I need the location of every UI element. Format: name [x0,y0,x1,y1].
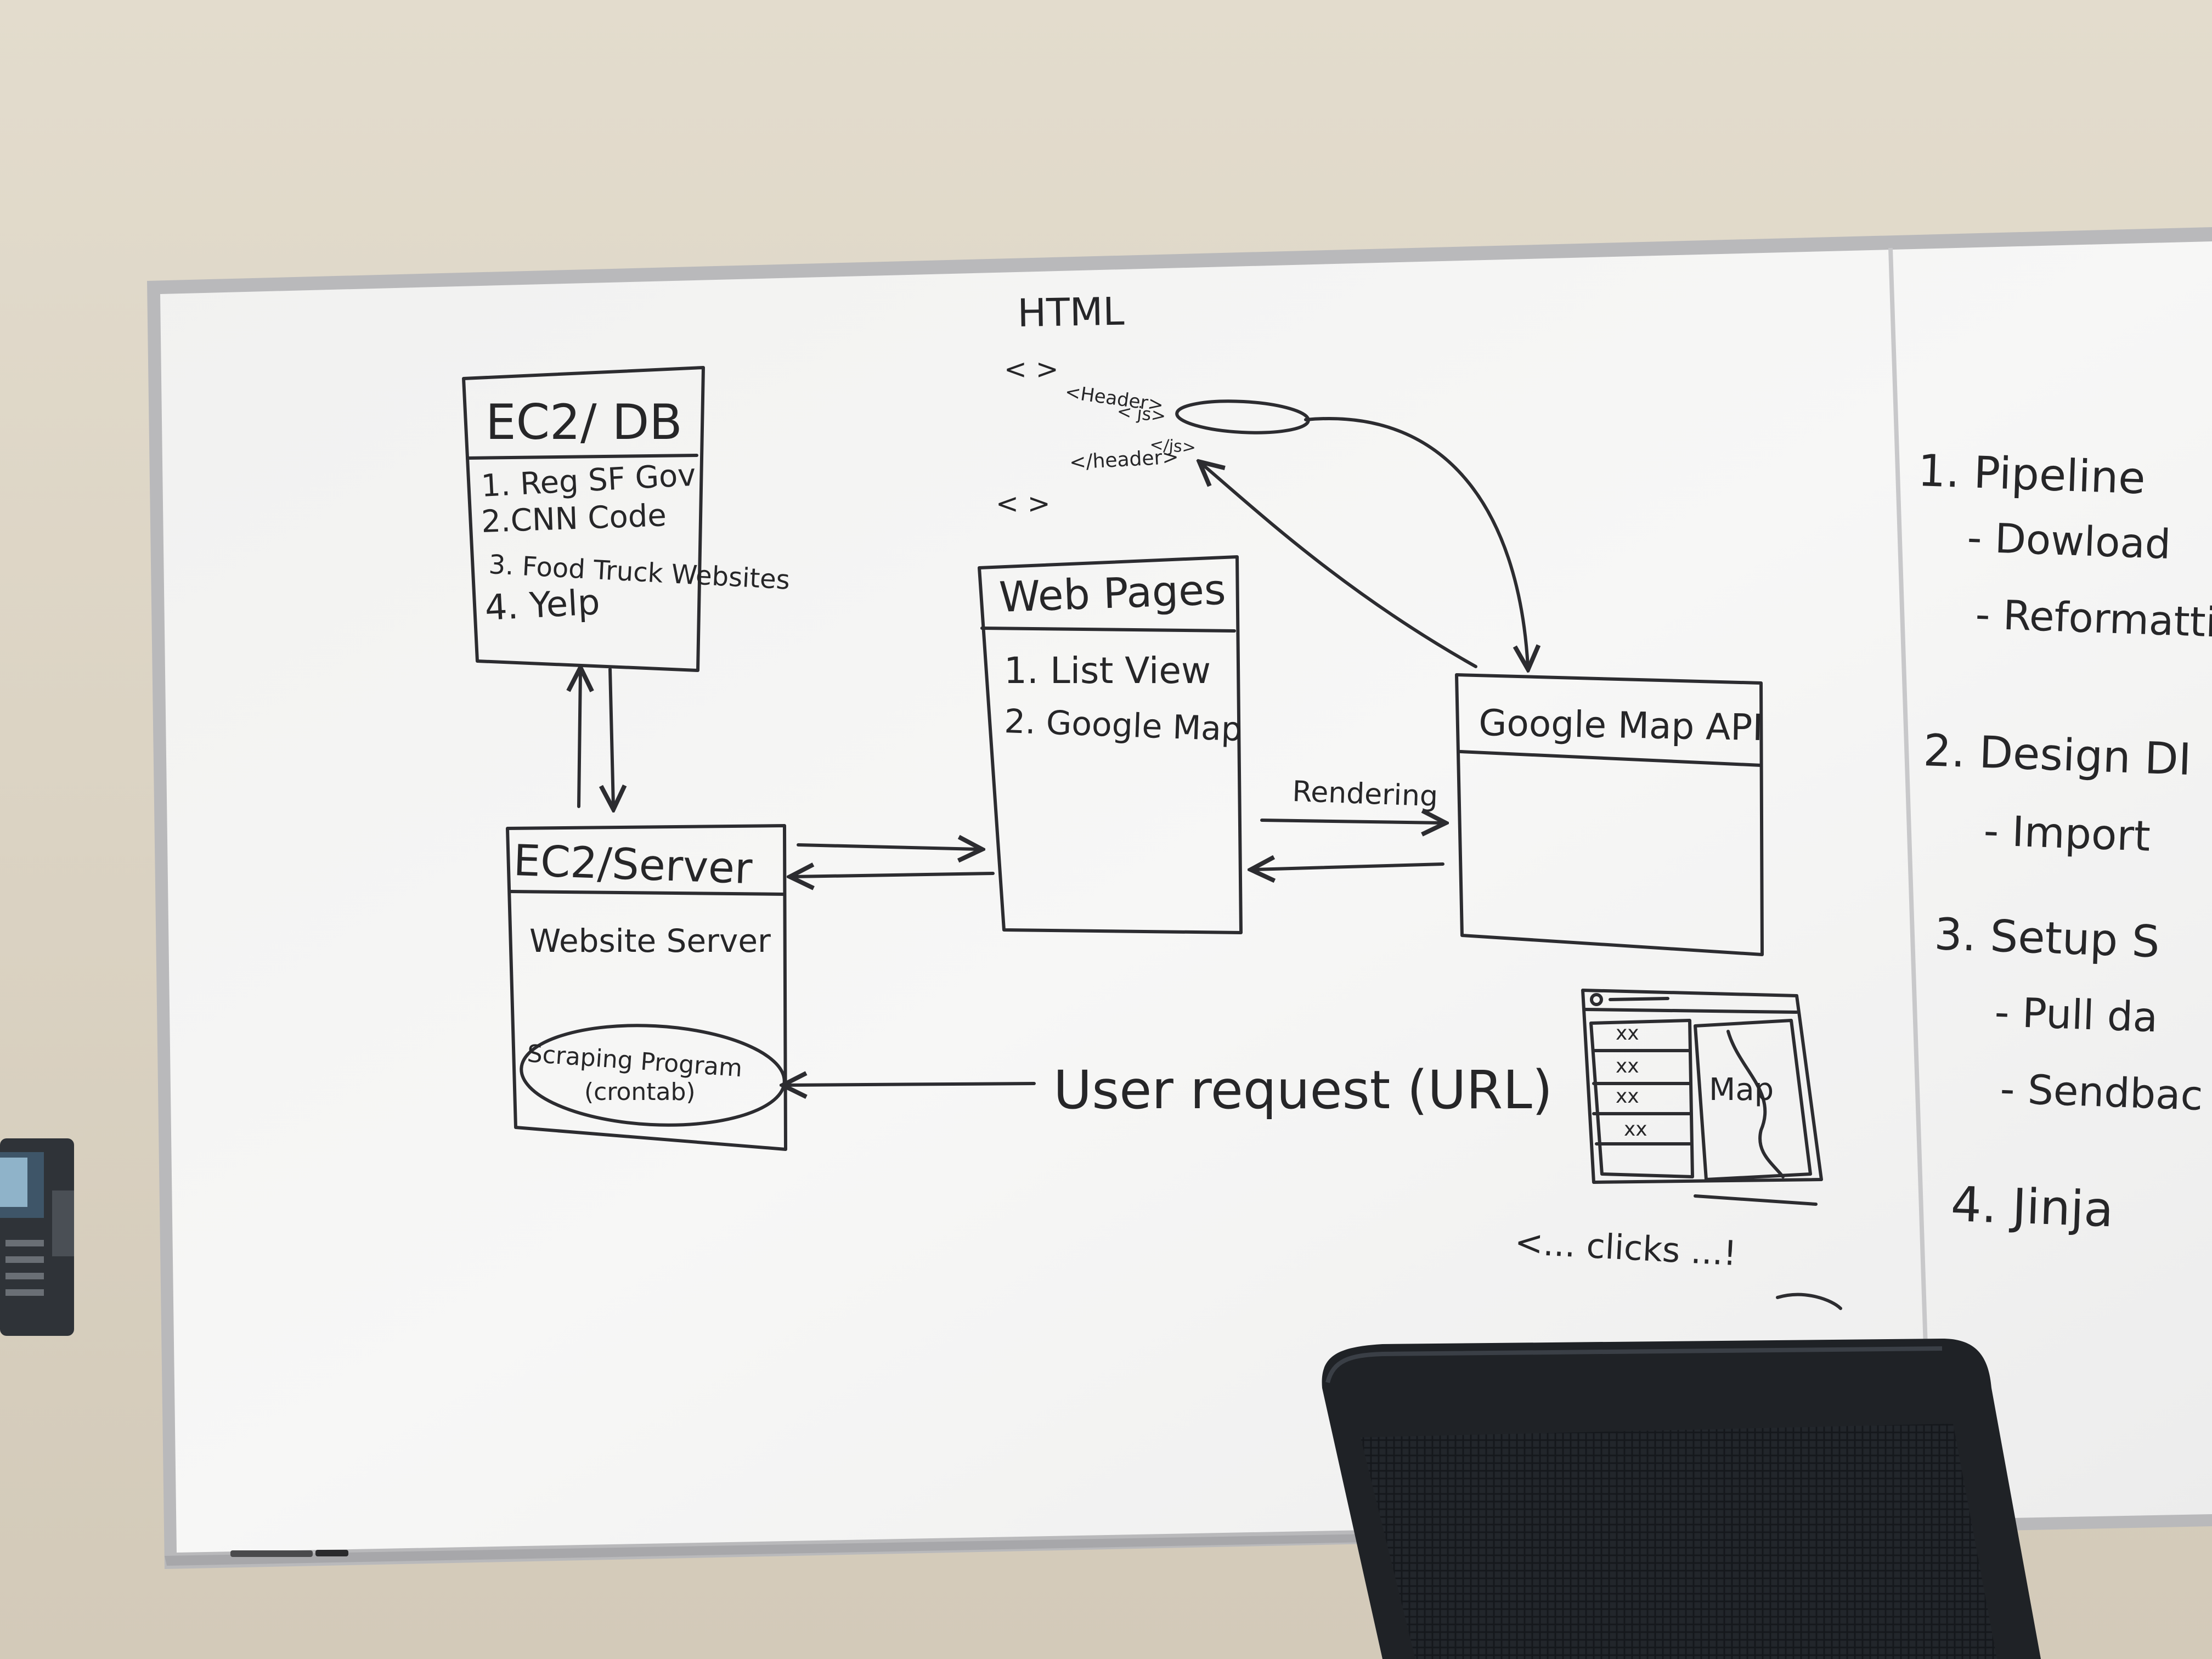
web-pages-item: 2. Google Map [1003,702,1243,749]
html-js-close: </js> [1149,435,1197,458]
ec2-db-item: 4. Yelp [484,582,601,629]
google-map-api-title: Google Map API [1479,702,1764,749]
arrow-server-to-db [579,670,580,808]
sketch-list-item: xx [1624,1118,1647,1141]
html-open-tag: < > [1004,353,1059,385]
arrow-rendering [1260,820,1443,823]
web-pages-title: Web Pages [998,565,1227,622]
step-3: 3. Setup S [1933,909,2160,967]
google-map-api-box: Google Map API [1455,673,1764,956]
ec2-db-title: EC2/ DB [486,394,682,450]
sketch-list-item: xx [1616,1055,1639,1077]
html-title: HTML [1017,289,1125,336]
step-1-sub: - Reformatti [1974,591,2212,646]
step-3-sub: - Pull da [1994,989,2158,1041]
marker [230,1550,313,1557]
arrow-webpages-to-server [793,873,995,877]
step-1-sub: - Dowload [1966,514,2171,568]
steps-list: 1. Pipeline - Dowload - Reformatti 2. De… [1917,445,2212,1238]
step-1: 1. Pipeline [1917,445,2146,504]
ec2-server-title: EC2/Server [512,836,753,894]
sketch-list-item: xx [1616,1022,1639,1045]
ec2-server-box: EC2/Server Website Server Scraping Progr… [506,824,787,1151]
html-js-open: < js> [1116,400,1167,426]
html-close-tag: < > [996,488,1051,520]
arrow-api-to-js [1201,464,1477,668]
arrow-js-to-api [1304,417,1528,667]
whiteboard [160,241,2212,1553]
step-2: 2. Design DI [1922,725,2192,785]
wall-phone [0,1138,74,1336]
rendering-label: Rendering [1292,775,1438,813]
web-pages-item: 1. List View [1004,650,1211,692]
arrow-db-to-server [610,668,613,806]
user-request-label: User request (URL) [1053,1059,1553,1121]
step-3-sub: - Sendbac [1999,1065,2203,1120]
arrow-user-request [786,1084,1036,1085]
step-2-sub: - Import [1983,806,2151,861]
step-4: 4. Jinja [1950,1176,2114,1238]
web-pages-box: Web Pages 1. List View 2. Google Map [978,555,1243,934]
html-code-note: HTML < > <Header> < js> </js> </header> … [996,289,1310,520]
marker [315,1550,348,1556]
ec2-db-item: 2.CNN Code [481,498,667,540]
crontab-label: (crontab) [584,1078,696,1106]
sketch-list-item: xx [1616,1085,1639,1108]
board-seam [1888,247,1933,1520]
marker-tray [165,1528,1673,1566]
office-chair [1322,1339,2041,1659]
ec2-server-subtitle: Website Server [529,922,771,960]
sketch-map-label: Map [1709,1072,1774,1108]
ec2-db-box: EC2/ DB 1. Reg SF Gov 2.CNN Code 3. Food… [462,366,791,672]
arrow-server-to-webpages [797,845,979,849]
arrow-api-to-webpages [1254,864,1444,870]
